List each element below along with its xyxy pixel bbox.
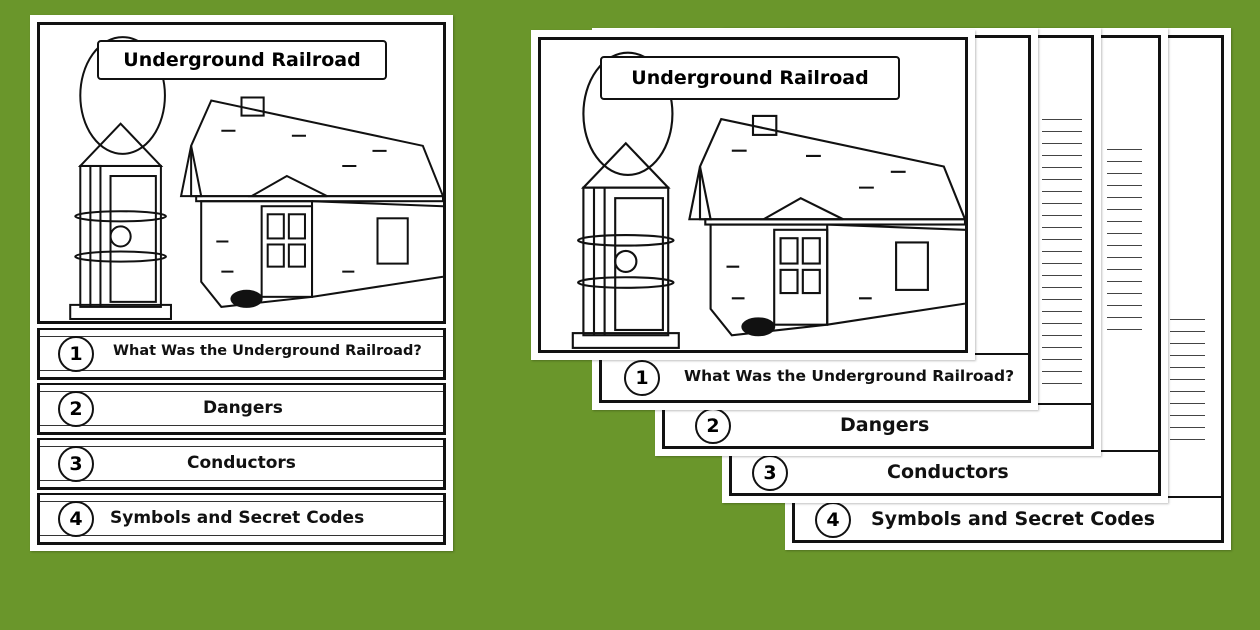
tab-number: 2 — [695, 408, 731, 444]
tab-number: 1 — [58, 336, 94, 372]
tab-number: 3 — [58, 446, 94, 482]
cover-title-sign: Underground Railroad — [600, 56, 900, 100]
tab-1[interactable]: 1 What Was the Underground Railroad? — [37, 328, 446, 380]
lantern-house-illustration — [69, 36, 445, 320]
tab-2[interactable]: 2 Dangers — [37, 383, 446, 435]
tab-label: Conductors — [187, 453, 296, 473]
tab-label: What Was the Underground Railroad? — [113, 343, 422, 359]
tab-label: Dangers — [840, 414, 930, 436]
tab-number: 4 — [58, 501, 94, 537]
tab-label: Symbols and Secret Codes — [110, 508, 365, 528]
tab-label: Dangers — [203, 398, 283, 418]
lantern-house-illustration — [571, 51, 967, 349]
stack-tab-1[interactable]: 1 What Was the Underground Railroad? — [599, 353, 1031, 403]
left-flipbook-sheet: Underground Railroad 1 What Was the Unde… — [30, 15, 453, 551]
tab-label: What Was the Underground Railroad? — [684, 367, 1015, 385]
tab-number: 4 — [815, 502, 851, 538]
tab-number: 3 — [752, 455, 788, 491]
tab-4[interactable]: 4 Symbols and Secret Codes — [37, 493, 446, 545]
cover-title-sign: Underground Railroad — [97, 40, 387, 80]
tab-label: Symbols and Secret Codes — [871, 508, 1156, 530]
stack-tab-3[interactable]: 3 Conductors — [729, 450, 1161, 496]
stack-tab-4[interactable]: 4 Symbols and Secret Codes — [792, 496, 1224, 543]
stack-cover: Underground Railroad — [531, 30, 975, 360]
tab-3[interactable]: 3 Conductors — [37, 438, 446, 490]
tab-number: 2 — [58, 391, 94, 427]
tab-number: 1 — [624, 360, 660, 396]
tab-label: Conductors — [887, 461, 1009, 483]
